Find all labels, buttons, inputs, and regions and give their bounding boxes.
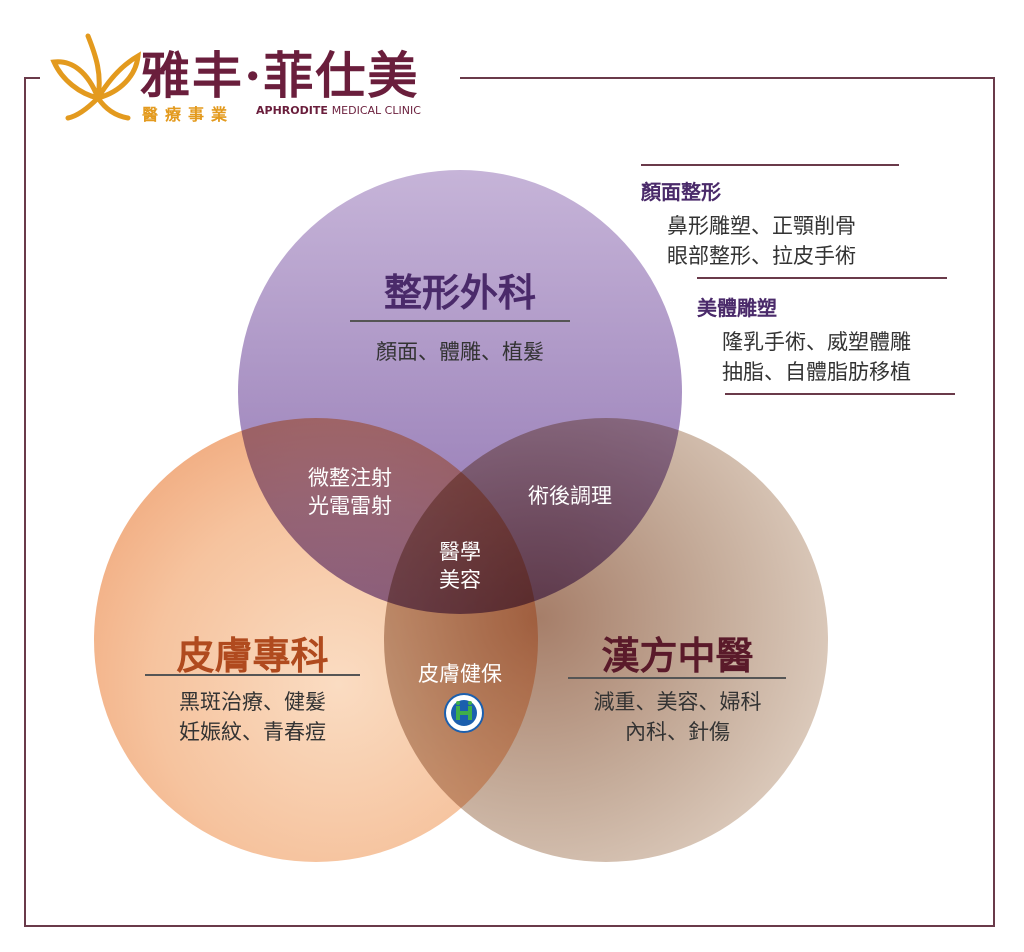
- plastic-surgery-title: 整形外科: [383, 270, 536, 315]
- overlap-all-line: 醫學: [439, 540, 481, 564]
- panel-divider: [641, 164, 899, 166]
- frame-left: [24, 77, 26, 927]
- frame-right: [993, 77, 995, 927]
- overlap-derm-tcm: 皮膚健保: [418, 662, 502, 686]
- butterfly-logo-icon: [50, 33, 141, 121]
- clinic-logo: 雅丰·菲仕美 醫療事業 APHRODITE MEDICAL CLINIC: [40, 18, 460, 128]
- tcm-title: 漢方中醫: [601, 633, 754, 678]
- circle-tcm: [384, 418, 828, 862]
- plastic-surgery-divider: [350, 320, 570, 322]
- facial-surgery-heading: 顏面整形: [641, 180, 721, 204]
- frame-bottom: [24, 925, 995, 927]
- logo-english-name: APHRODITE MEDICAL CLINIC: [256, 104, 421, 117]
- dermatology-divider: [145, 674, 360, 676]
- dermatology-item-line: 妊娠紋、青春痘: [179, 720, 326, 744]
- tcm-item-line: 減重、美容、婦科: [593, 690, 762, 714]
- dermatology-title: 皮膚專科: [176, 633, 329, 678]
- logo-subtitle: 醫療事業: [142, 105, 235, 124]
- nhi-logo-icon: [444, 693, 484, 733]
- plastic-surgery-items: 顏面、體雕、植髮: [376, 340, 544, 364]
- logo-english-bold: APHRODITE: [256, 104, 328, 117]
- frame-top-left: [24, 77, 44, 79]
- body-contouring-item: 隆乳手術、威塑體雕: [722, 330, 911, 354]
- logo-name: 雅丰·菲仕美: [140, 46, 420, 105]
- tcm-item-line: 內科、針傷: [625, 720, 730, 744]
- logo-english-light: MEDICAL CLINIC: [331, 104, 421, 117]
- overlap-all-line: 美容: [439, 568, 481, 592]
- facial-surgery-item: 鼻形雕塑、正顎削骨: [667, 214, 856, 238]
- overlap-plastic-tcm: 術後調理: [528, 484, 612, 508]
- overlap-plastic-derm-line: 光電雷射: [308, 494, 392, 518]
- facial-surgery-item: 眼部整形、拉皮手術: [667, 244, 856, 268]
- frame-top-right: [428, 77, 995, 79]
- panel-divider: [725, 393, 955, 395]
- overlap-plastic-derm-line: 微整注射: [308, 466, 392, 490]
- body-contouring-item: 抽脂、自體脂肪移植: [722, 360, 911, 384]
- tcm-divider: [568, 677, 786, 679]
- dermatology-item-line: 黑斑治療、健髮: [179, 690, 326, 714]
- panel-divider: [697, 277, 947, 279]
- body-contouring-heading: 美體雕塑: [697, 296, 777, 320]
